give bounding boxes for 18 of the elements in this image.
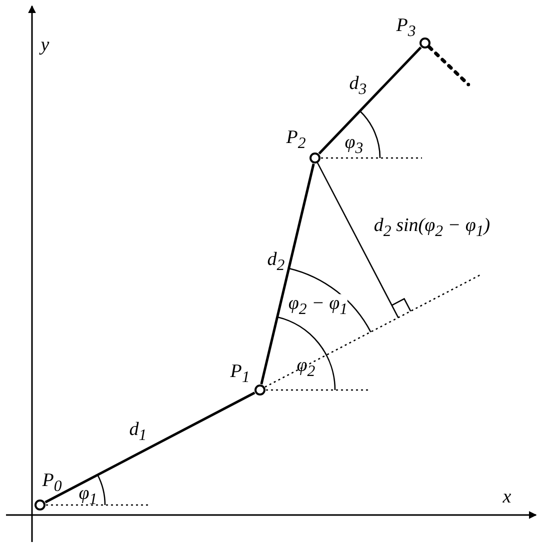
point-label: P$_{2}$: [286, 128, 306, 152]
dotted-continuation: [428, 45, 470, 86]
link-segment: [260, 164, 315, 384]
angle-label: φ$_{1}$: [78, 484, 98, 508]
angle-label: φ$_{2}$: [296, 356, 316, 380]
axis-label: x: [502, 488, 512, 506]
point-label: P$_{3}$: [396, 16, 416, 40]
link-segment: [318, 46, 422, 155]
angle-label: d$_{2}$ sin(φ$_{2}$ − φ$_{1}$): [374, 216, 490, 240]
joint-circle: [310, 152, 320, 164]
angle-label: φ$_{3}$: [344, 133, 364, 157]
point-label: P$_{0}$: [42, 471, 62, 495]
axis-label: y: [40, 36, 50, 54]
joint-circle: [420, 38, 430, 48]
link-segment: [44, 392, 256, 504]
joint-circle: [34, 500, 46, 510]
joint-circle: [254, 384, 266, 396]
point-label: P$_{1}$: [230, 362, 250, 386]
